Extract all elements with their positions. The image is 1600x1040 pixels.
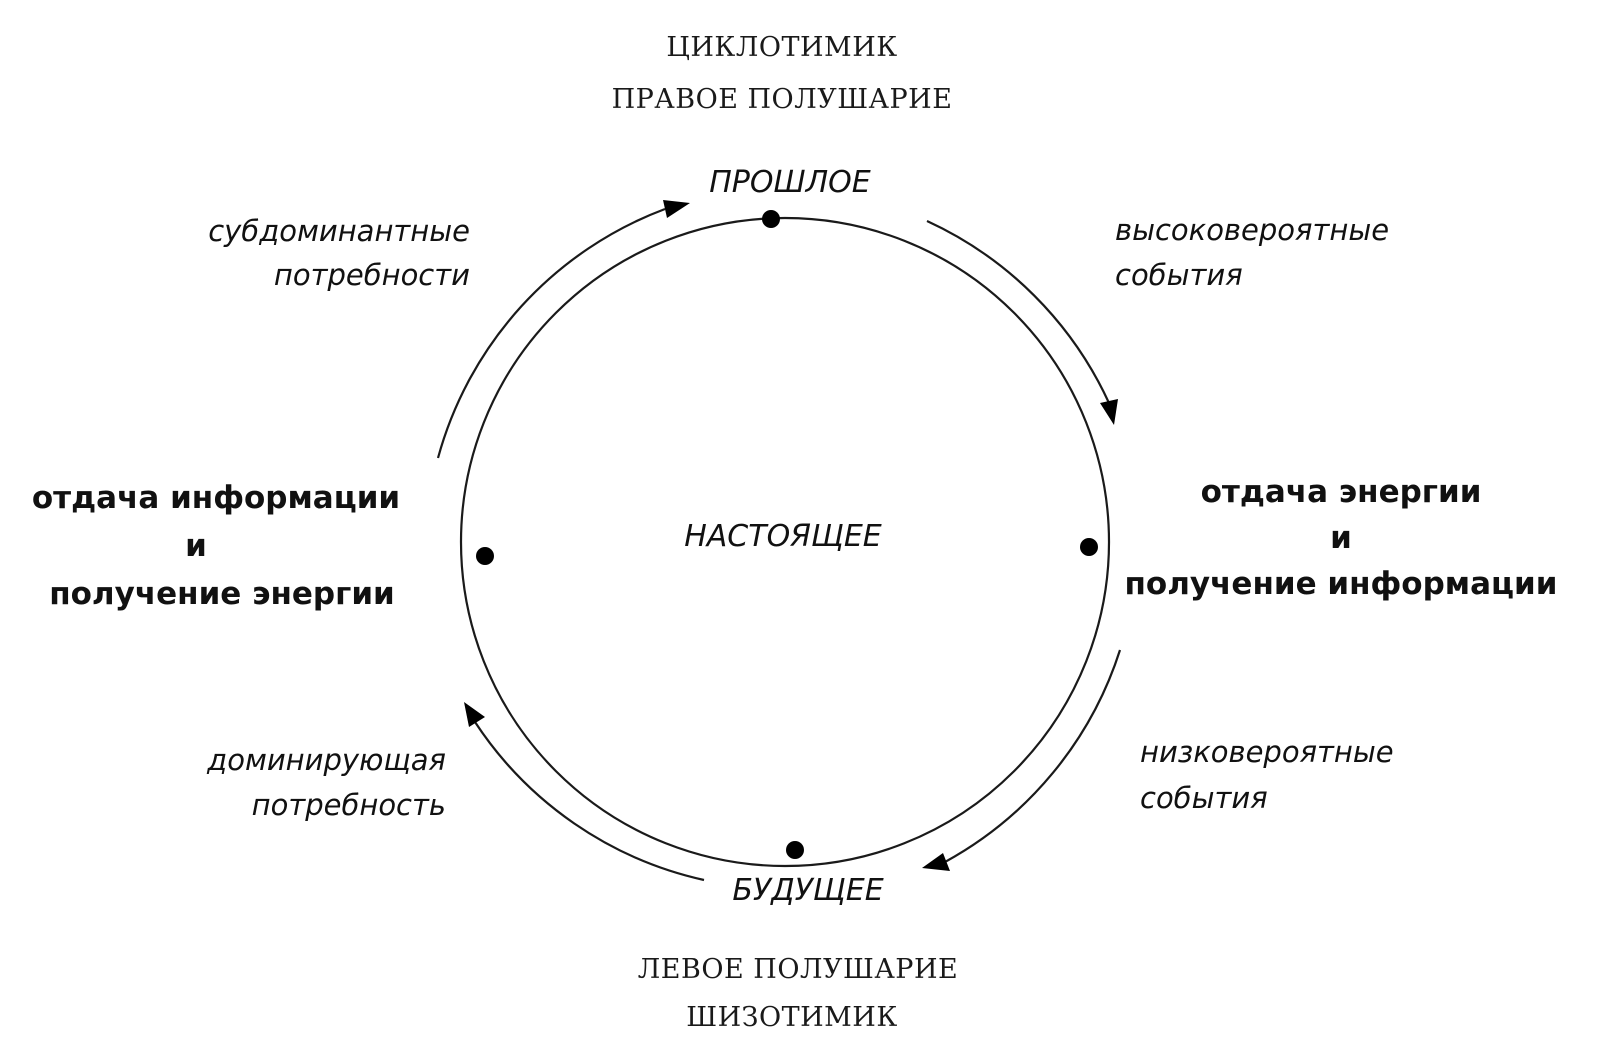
top-left-arc-label-line2: потребности [274, 258, 470, 292]
main-circle [459, 216, 1111, 868]
future-label: БУДУЩЕЕ [732, 873, 883, 908]
top-left-arc-label-line1: субдоминантные [208, 214, 470, 248]
right-node [1080, 538, 1098, 556]
arc-bottom-left [474, 721, 705, 882]
arc-top-left [436, 207, 666, 459]
top-right-arc-label-line1: высоковероятные [1115, 213, 1389, 247]
future-node [786, 841, 804, 859]
arrowhead-bottom-left [464, 702, 485, 727]
right-side-label-line3: получение информации [1125, 566, 1558, 602]
bottom-right-arc-label-line1: низковероятные [1140, 735, 1394, 769]
right-side-label-line2: и [1330, 520, 1352, 556]
past-node [762, 210, 780, 228]
top-right-arc-label-line2: события [1115, 258, 1243, 292]
arrowhead-top-right [1100, 399, 1118, 425]
arc-bottom-right [944, 649, 1122, 863]
bottom-type-label: ШИЗОТИМИК [686, 1002, 897, 1033]
arrowhead-top-left [663, 200, 690, 218]
bottom-hemisphere-label: ЛЕВОЕ ПОЛУШАРИЕ [638, 954, 958, 985]
arc-top-right [926, 220, 1110, 404]
bottom-right-arc-label-line2: события [1140, 781, 1268, 815]
left-side-label-line1: отдача информации [32, 480, 400, 516]
past-label: ПРОШЛОЕ [709, 165, 871, 200]
top-type-label: ЦИКЛОТИМИК [666, 32, 897, 63]
top-hemisphere-label: ПРАВОЕ ПОЛУШАРИЕ [612, 84, 953, 115]
left-node [476, 547, 494, 565]
bottom-left-arc-label-line2: потребность [252, 788, 446, 822]
present-label: НАСТОЯЩЕЕ [684, 519, 882, 554]
bottom-left-arc-label-line1: доминирующая [206, 743, 446, 777]
left-side-label-line2: и [185, 528, 207, 564]
right-side-label-line1: отдача энергии [1201, 474, 1482, 510]
left-side-label-line3: получение энергии [49, 576, 395, 612]
arrowhead-bottom-right [922, 853, 950, 871]
